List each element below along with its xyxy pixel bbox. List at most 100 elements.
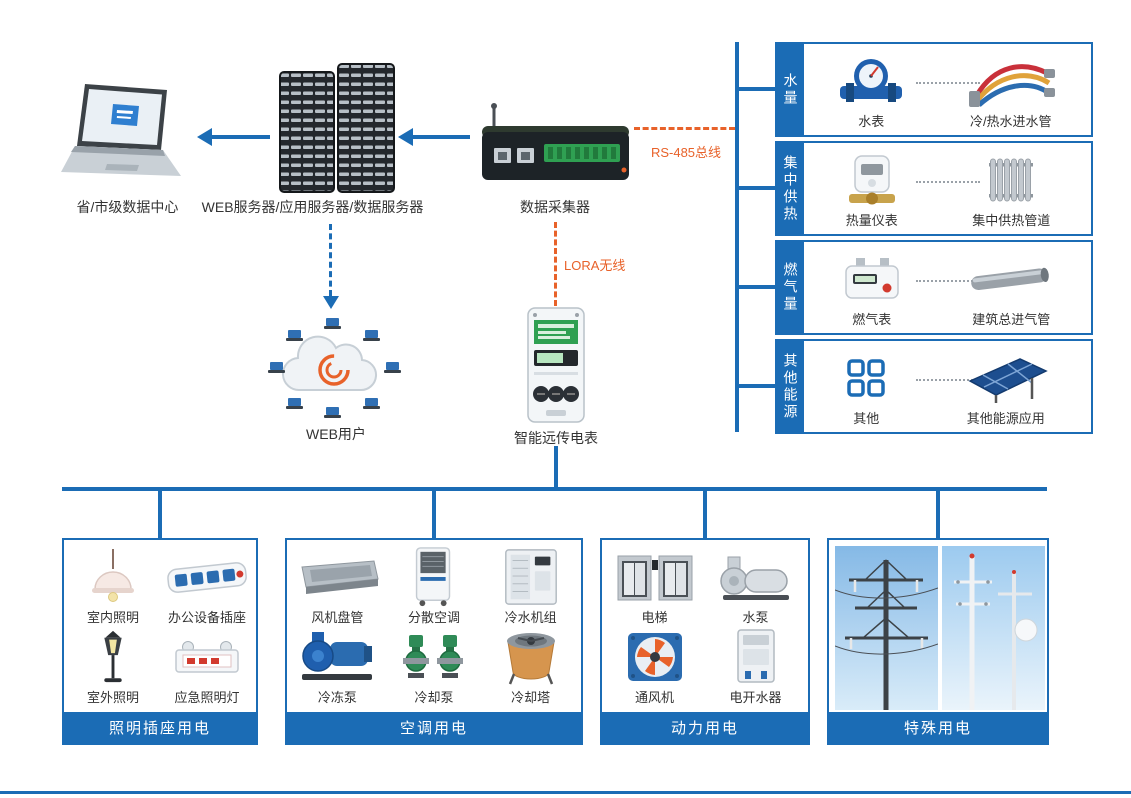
heat-meter-icon [848, 155, 895, 205]
bottom-bus-line [62, 487, 1047, 491]
panel-item-label: 水表 [858, 114, 885, 129]
ceiling-lamp-icon [92, 549, 134, 602]
panel-item: 建筑总进气管 [969, 248, 1053, 328]
group-item: 冷水机组 [482, 546, 579, 626]
panel-stub-other [739, 384, 775, 388]
group-item: 应急照明灯 [160, 626, 254, 706]
arrow-collector-to-server-head [398, 128, 413, 146]
water-pump-icon [719, 556, 789, 600]
group-item-label: 风机盘管 [311, 610, 364, 625]
server-label: WEB服务器/应用服务器/数据服务器 [201, 199, 424, 215]
panel-gas: 燃气量 燃气表 [775, 240, 1093, 335]
panel-item-label: 其他 [853, 411, 880, 426]
panel-bus-vertical-line [735, 42, 739, 432]
elevator-icon-wrap [616, 551, 694, 603]
arrow-server-to-datacenter-head [197, 128, 212, 146]
smartmeter-label: 智能远传电表 [514, 430, 598, 446]
panel-item: 其他能源应用 [962, 347, 1050, 427]
rs485-bus-line [634, 127, 735, 130]
cooling-pump-icon-wrap [401, 631, 467, 683]
power-strip-icon [167, 562, 247, 593]
cooling-pump-icon [402, 634, 464, 679]
portable-ac-icon-wrap [410, 547, 458, 607]
dotted-connector [915, 82, 980, 84]
panel-item: 其他 [845, 347, 887, 427]
panel-item: 燃气表 [842, 248, 902, 328]
chilled-pump-icon [302, 632, 373, 680]
bus-stub-lighting [158, 491, 162, 538]
group-item: 冷却泵 [386, 626, 483, 706]
panel-water: 水量 水表 [775, 42, 1093, 137]
grid-squares-icon-wrap [845, 352, 887, 404]
arrow-collector-to-server-line [412, 135, 470, 139]
group-power-title: 动力用电 [602, 712, 808, 743]
group-item: 通风机 [604, 626, 705, 706]
panel-other-tab: 其他能源 [777, 341, 804, 432]
arrow-server-to-datacenter-line [211, 135, 270, 139]
lora-label: LORA无线 [564, 258, 626, 273]
panel-item-label: 热量仪表 [845, 213, 898, 228]
radiator-icon-wrap [986, 154, 1036, 206]
gas-pipe-icon [971, 267, 1050, 291]
group-item-label: 应急照明灯 [174, 690, 240, 705]
panel-heating-tab: 集中供热 [777, 143, 804, 234]
panel-gas-tab: 燃气量 [777, 242, 804, 333]
solar-panel-icon [968, 358, 1048, 403]
group-item: 水泵 [705, 546, 806, 626]
panel-water-tab: 水量 [777, 44, 804, 135]
panel-other: 其他能源 其他 [775, 339, 1093, 434]
cooling-tower-icon-wrap [500, 631, 562, 685]
rs485-label: RS-485总线 [650, 145, 722, 160]
group-lighting-title: 照明插座用电 [64, 712, 256, 743]
panel-item-label: 冷/热水进水管 [969, 114, 1052, 129]
group-item: 冷却塔 [482, 626, 579, 706]
power-pole-photo [942, 546, 1045, 710]
panel-stub-gas [739, 285, 775, 289]
group-item-label: 办公设备插座 [167, 610, 246, 625]
panel-item-label: 燃气表 [852, 312, 892, 327]
power-strip-icon-wrap [166, 551, 248, 603]
group-item-label: 分散空调 [407, 610, 460, 625]
arrow-server-to-webusers-line [329, 224, 332, 296]
panel-heating: 集中供热 热量仪表 [775, 141, 1093, 236]
heat-meter-icon-wrap [845, 154, 899, 206]
garden-lamp-icon [104, 630, 122, 683]
panel-heating-items: 热量仪表 集中供热管道 [804, 143, 1091, 234]
radiator-icon [989, 158, 1034, 202]
group-item-label: 冷水机组 [504, 610, 557, 625]
water-meter-icon-wrap [840, 55, 903, 107]
water-pipes-icon-wrap [967, 55, 1055, 107]
water-heater-icon-wrap [731, 629, 781, 683]
solar-panel-icon-wrap [962, 352, 1050, 404]
gas-meter-icon-wrap [842, 253, 902, 305]
water-meter-icon [840, 59, 903, 102]
group-power: 电梯 水泵 [600, 538, 810, 745]
group-item-label: 冷冻泵 [317, 690, 357, 705]
garden-lamp-icon-wrap [95, 630, 131, 683]
group-item-label: 冷却塔 [511, 690, 551, 705]
dotted-connector [915, 280, 980, 282]
ceiling-lamp-icon-wrap [89, 549, 137, 603]
group-item-label: 冷却泵 [414, 690, 454, 705]
power-tower-photo [835, 546, 938, 710]
group-item: 室内照明 [66, 546, 160, 626]
water-heater-icon [736, 629, 775, 683]
group-item-label: 水泵 [742, 610, 769, 625]
group-item-label: 电开水器 [729, 690, 782, 705]
chiller-icon [504, 549, 557, 605]
water-pipes-icon [968, 64, 1055, 107]
fan-coil-icon-wrap [294, 551, 380, 603]
gas-pipe-icon-wrap [969, 253, 1053, 305]
panel-item-label: 集中供热管道 [972, 213, 1051, 228]
bus-stub-special [936, 491, 940, 538]
group-lighting-grid: 室内照明 办公设备插座 [64, 540, 256, 712]
chilled-pump-icon-wrap [298, 631, 376, 683]
panel-item: 热量仪表 [845, 149, 899, 229]
panel-item-label: 建筑总进气管 [972, 312, 1051, 327]
server-rack-icon [279, 63, 395, 193]
ventilation-fan-icon [627, 633, 682, 681]
group-hvac-title: 空调用电 [287, 712, 581, 743]
group-hvac: 风机盘管 分散空调 [285, 538, 583, 745]
group-item: 风机盘管 [289, 546, 386, 626]
